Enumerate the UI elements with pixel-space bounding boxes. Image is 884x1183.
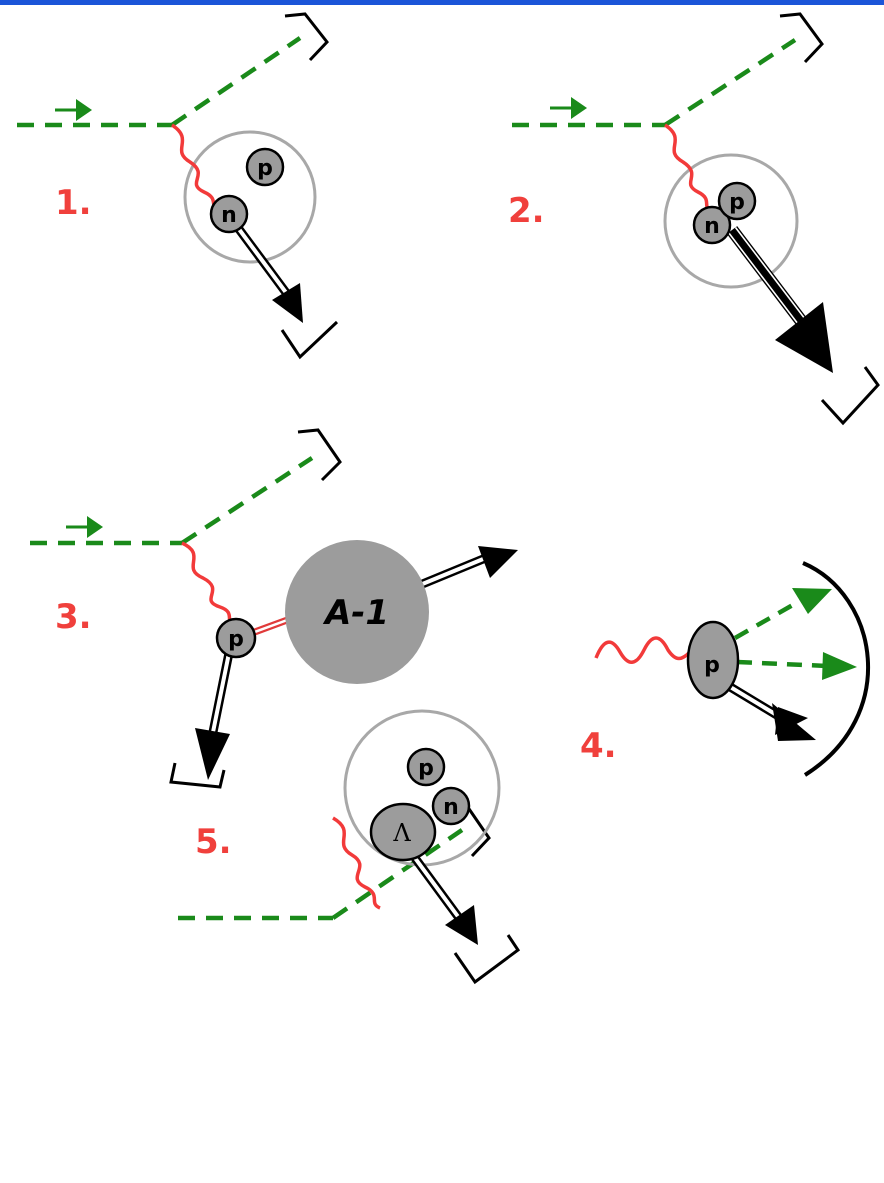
proton-ball: [686, 620, 740, 700]
arrowhead-icon: [822, 652, 857, 680]
virtual-photon-line: [332, 816, 381, 910]
scattered-electron-line: [170, 36, 302, 127]
nucleus-circle: [183, 130, 317, 264]
neutron-label: n: [443, 795, 459, 820]
detector-bracket-icon: [284, 12, 329, 62]
arrowhead-icon: [87, 516, 103, 538]
detector-bracket-icon: [779, 12, 824, 64]
proton-label: p: [418, 756, 434, 781]
arrowhead-icon: [478, 546, 518, 578]
residual-nucleus-label: A-1: [322, 593, 389, 633]
detector-bracket-icon: [820, 366, 880, 426]
nucleus-circle: [663, 153, 799, 289]
residual-nucleus-ball: [285, 540, 429, 684]
panel-4: p 4.: [580, 561, 870, 777]
panel-number: 2.: [508, 191, 545, 231]
detector-bracket-icon: [297, 428, 342, 482]
detector-arc: [802, 561, 870, 777]
detector-bracket-icon: [169, 762, 226, 789]
arrowhead-icon: [445, 905, 478, 945]
scattered-electron-line: [180, 456, 314, 545]
top-bar: [0, 0, 884, 5]
emitted-meson-line: [736, 659, 829, 669]
panel-number: 1.: [55, 183, 92, 223]
arrowhead-icon: [775, 302, 833, 373]
proton-label: p: [729, 190, 745, 215]
arrowhead-icon: [571, 97, 587, 119]
proton-label: p: [257, 156, 273, 181]
arrowhead-icon: [76, 99, 92, 121]
knockout-track: [726, 226, 814, 334]
panel-number: 3.: [55, 597, 92, 637]
proton-ball: [245, 147, 285, 187]
neutron-label: n: [221, 203, 237, 228]
arrowhead-icon: [272, 283, 303, 323]
proton-label: p: [704, 653, 720, 678]
neutron-ball: [209, 194, 249, 234]
scattered-electron-line: [663, 38, 797, 127]
proton-ball: [717, 181, 757, 221]
panel-1: p n 1.: [17, 12, 339, 360]
virtual-photon-line: [594, 636, 692, 664]
arrowhead-icon: [195, 728, 230, 780]
detector-bracket-icon: [280, 320, 339, 360]
panel-3: A-1 p 3.: [30, 428, 518, 789]
neutron-ball: [431, 786, 471, 826]
panel-number: 4.: [580, 726, 617, 766]
detector-bracket-icon: [453, 934, 521, 985]
lambda-label: Λ: [392, 819, 411, 847]
lambda-ball: [369, 802, 437, 862]
panel-number: 5.: [195, 822, 232, 862]
virtual-photon-line: [663, 123, 714, 214]
neutron-ball: [692, 205, 732, 245]
proton-ball: [406, 747, 446, 787]
emitted-meson-line: [733, 596, 807, 640]
panel-2: n p 2.: [508, 12, 880, 426]
proton-ball: [215, 617, 257, 659]
panel-5: p n Λ 5.: [178, 709, 521, 985]
arrowhead-icon: [792, 588, 832, 614]
proton-label: p: [228, 627, 244, 652]
neutron-label: n: [704, 214, 720, 239]
virtual-photon-line: [181, 541, 234, 628]
